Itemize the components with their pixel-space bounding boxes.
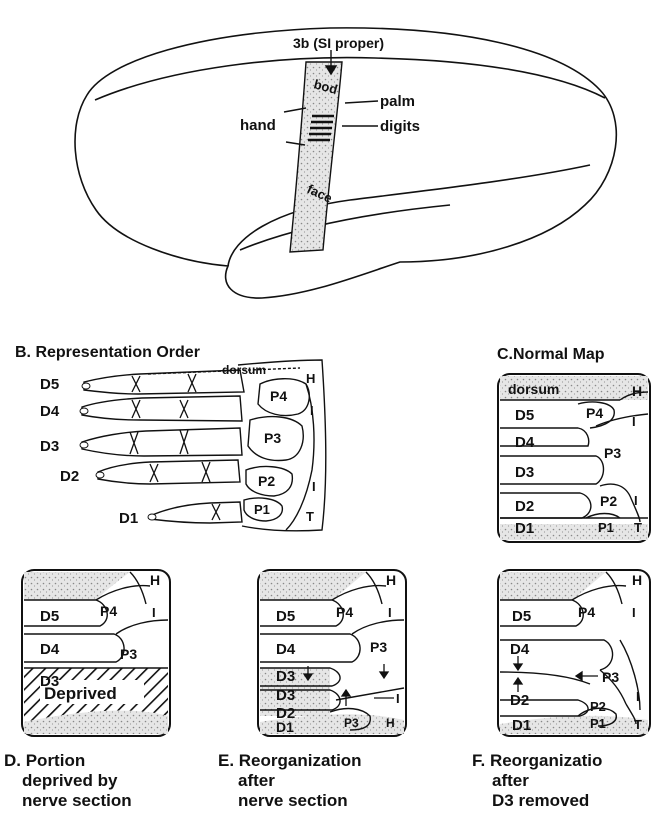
finger-1 [150, 502, 242, 523]
caption-e-line2: after [238, 771, 275, 790]
d3-removed-map: D5 D4 D2 D1 P4 P3 P2 P1 H I I T [498, 570, 650, 736]
c-row-d2: D2 [515, 498, 534, 515]
d-row-d4: D4 [40, 641, 60, 658]
deprived-map: Deprived D5 D4 D3 P4 P3 H I [22, 570, 170, 736]
palm-label: palm [380, 93, 415, 110]
panel-c-title: C.Normal Map [497, 346, 605, 363]
caption-e-line1: E. Reorganization [218, 751, 362, 770]
panel-b-title: B. Representation Order [15, 344, 200, 361]
hand-drawing [82, 360, 326, 531]
d-row-d5: D5 [40, 608, 59, 625]
b-dorsum-label: dorsum [222, 363, 266, 377]
d-side-i: I [152, 605, 156, 620]
b-pad-p3: P3 [264, 430, 281, 446]
b-side-i2: I [312, 479, 316, 494]
e-side-h: H [386, 572, 396, 588]
c-pad-p2: P2 [600, 493, 617, 509]
f-pad-p4: P4 [578, 604, 595, 620]
brain-outline [75, 28, 616, 298]
c-row-d4: D4 [515, 434, 535, 451]
e-row-d1: D1 [276, 719, 294, 735]
b-side-i1: I [310, 403, 314, 418]
hand-label: hand [240, 117, 276, 134]
b-digit-d2: D2 [60, 468, 79, 485]
reorganization-map: D5 D4 D3 D3 D2 D1 P4 P3 P3 H I I H [258, 570, 406, 736]
caption-f-line3: D3 removed [492, 791, 589, 810]
c-side-t: T [634, 520, 642, 535]
b-side-t: T [306, 509, 314, 524]
e-pad-p4: P4 [336, 604, 353, 620]
c-dorsum: dorsum [508, 381, 559, 397]
lateral-sulcus [240, 205, 450, 250]
f-row-d2: D2 [510, 692, 529, 709]
e-side-h2: H [386, 716, 395, 730]
finger-4 [82, 396, 242, 421]
e-side-i1: I [388, 605, 392, 620]
f-row-d4: D4 [510, 641, 530, 658]
area-3b-label: 3b (SI proper) [293, 35, 384, 51]
e-row-d4: D4 [276, 641, 296, 658]
f-side-t: T [634, 717, 642, 732]
b-digit-d5: D5 [40, 376, 59, 393]
normal-map: dorsum D5 D4 D3 D2 D1 P4 P3 P2 P1 H I I … [498, 374, 650, 542]
f-row-d1: D1 [512, 717, 531, 734]
e-row-d3-top: D3 [276, 668, 295, 685]
e-row-d5: D5 [276, 608, 295, 625]
hemisphere-crease [95, 58, 605, 100]
caption-f-line1: F. Reorganizatio [472, 751, 602, 770]
b-digit-d4: D4 [40, 403, 60, 420]
finger-2 [98, 460, 240, 484]
f-pad-p2: P2 [590, 699, 606, 714]
caption-d-line2: deprived by [22, 771, 118, 790]
finger-3 [82, 428, 242, 456]
f-side-i2: I [636, 689, 640, 704]
c-row-d5: D5 [515, 407, 534, 424]
b-pad-p2: P2 [258, 473, 275, 489]
caption-f-line2: after [492, 771, 529, 790]
caption-d-line3: nerve section [22, 791, 132, 810]
e-side-i2: I [396, 691, 400, 706]
b-digit-d3: D3 [40, 438, 59, 455]
f-pad-p1: P1 [590, 716, 606, 731]
d-side-h: H [150, 572, 160, 588]
brain-diagram [75, 28, 616, 298]
c-row-d3: D3 [515, 464, 534, 481]
f-side-i1: I [632, 605, 636, 620]
c-pad-p4: P4 [586, 405, 603, 421]
d-pad-p4: P4 [100, 603, 117, 619]
c-row-d1: D1 [515, 520, 534, 537]
e-row-d3-bottom: D3 [276, 687, 295, 704]
c-side-i2: I [634, 493, 638, 508]
d-row-d3: D3 [40, 673, 59, 690]
joint-marks [130, 374, 220, 520]
b-pad-p1: P1 [254, 502, 270, 517]
digits-label: digits [380, 118, 420, 135]
c-pad-p1: P1 [598, 520, 614, 535]
e-pad-p3-top: P3 [370, 639, 387, 655]
f-pad-p3: P3 [602, 669, 619, 685]
caption-d-line1: D. Portion [4, 751, 85, 770]
b-side-h: H [306, 371, 315, 386]
c-side-i1: I [632, 414, 636, 429]
caption-e-line3: nerve section [238, 791, 348, 810]
e-pad-p3-bottom: P3 [344, 716, 359, 730]
c-side-h: H [632, 383, 642, 399]
d-pad-p3: P3 [120, 646, 137, 662]
c-pad-p3: P3 [604, 445, 621, 461]
b-digit-d1: D1 [119, 510, 138, 527]
f-side-h: H [632, 572, 642, 588]
f-row-d5: D5 [512, 608, 531, 625]
temporal-lobe [228, 165, 590, 266]
b-pad-p4: P4 [270, 388, 287, 404]
